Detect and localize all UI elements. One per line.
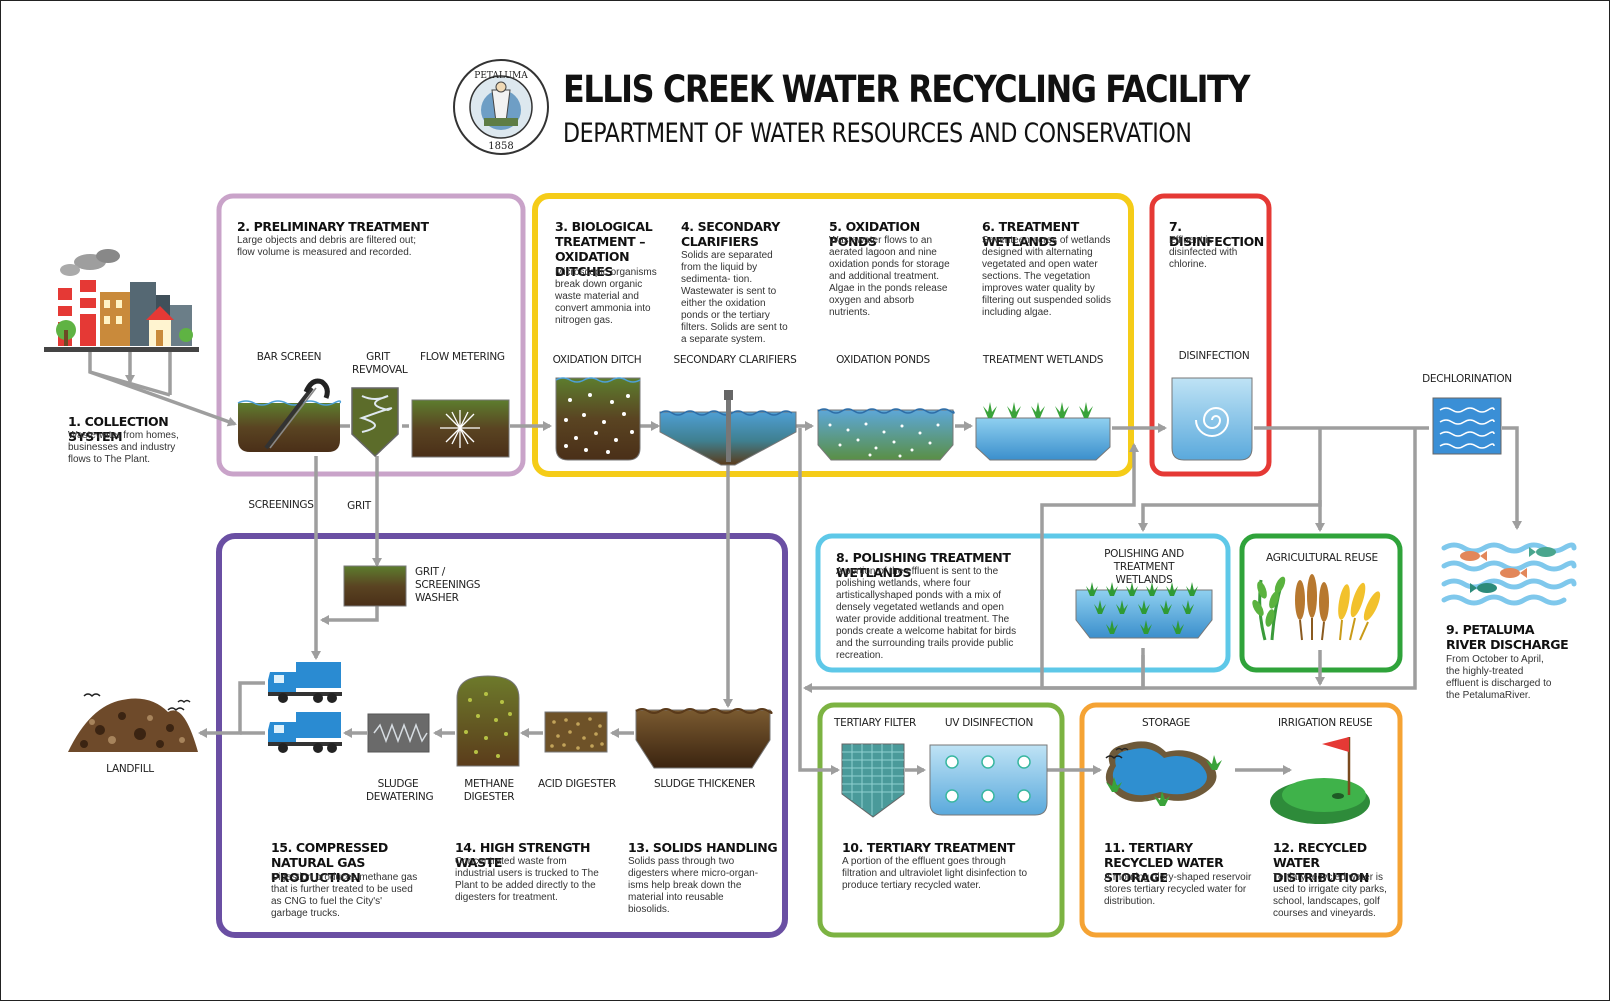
label-screenings: SCREENINGS xyxy=(248,499,314,511)
stage-13-title: 13. SOLIDS HANDLING xyxy=(628,840,778,855)
grit-removal-graphic xyxy=(351,387,399,458)
stage-8-title: 8. POLISHING TREATMENT WETLANDS xyxy=(836,550,1011,580)
disinfection-box xyxy=(1149,193,1272,477)
label-bar-screen: BAR SCREEN xyxy=(256,351,322,363)
stage-9-desc: From October to April, the highly-treate… xyxy=(1446,654,1552,701)
label-storage: STORAGE xyxy=(1142,717,1190,729)
truck-icon xyxy=(268,712,342,753)
label-grit-removal: GRIT REVMOVAL xyxy=(352,351,408,376)
stage-2-title: 2. PRELIMINARY TREATMENT xyxy=(237,219,429,234)
petaluma-seal: PETALUMA 1858 xyxy=(453,59,549,155)
label-polishing-wetlands: POLISHING AND TREATMENT WETLANDS xyxy=(1104,548,1184,586)
bar-screen-graphic xyxy=(237,378,342,452)
stage-2-desc: Large objects and debris are filtered ou… xyxy=(237,235,416,258)
stage-11-desc: A morning glory-shaped reservoir stores … xyxy=(1104,872,1252,907)
sludge-thickener-graphic xyxy=(635,708,773,769)
label-oxidation-ditch: OXIDATION DITCH xyxy=(552,354,642,366)
stage-3-title: 3. BIOLOGICAL TREATMENT – OXIDATION DITC… xyxy=(555,219,653,279)
label-agricultural-reuse: AGRICULTURAL REUSE xyxy=(1266,552,1378,564)
label-flow-metering: FLOW METERING xyxy=(420,351,505,363)
golf-course-graphic xyxy=(1270,737,1370,824)
stage-8-desc: A portion of the effluent is sent to the… xyxy=(836,566,1017,661)
stage-7-desc: Effluent is disinfected with chlorine. xyxy=(1169,235,1238,270)
stage-12-desc: Tertiary recycled water is used to irrig… xyxy=(1273,872,1387,919)
label-treatment-wetlands: TREATMENT WETLANDS xyxy=(982,354,1104,366)
stage-14-desc: Concentrated waste from industrial users… xyxy=(455,856,599,903)
label-uv-disinfection: UV DISINFECTION xyxy=(944,717,1034,729)
stage-6-title: 6. TREATMENT WETLANDS xyxy=(982,219,1079,249)
label-tertiary-filter: TERTIARY FILTER xyxy=(834,717,917,729)
acid-digester-graphic xyxy=(544,711,608,753)
solids-box xyxy=(216,533,788,938)
label-disinfection: DISINFECTION xyxy=(1178,350,1250,362)
label-acid-digester: ACID DIGESTER xyxy=(538,778,616,790)
stage-13-desc: Solids pass through two digesters where … xyxy=(628,856,759,915)
polishing-box xyxy=(815,533,1231,673)
storage-box xyxy=(1079,702,1403,938)
tertiary-filter-graphic xyxy=(841,743,905,818)
stage-1-title: 1. COLLECTION SYSTEM xyxy=(68,414,169,444)
stage-10-desc: A portion of the effluent goes through f… xyxy=(842,856,1028,891)
oxidation-ponds-graphic xyxy=(817,408,955,461)
dechlorination-graphic xyxy=(1432,397,1502,455)
svg-text:PETALUMA: PETALUMA xyxy=(474,71,528,81)
stage-5-title: 5. OXIDATION PONDS xyxy=(829,219,920,249)
page-subtitle: DEPARTMENT OF WATER RESOURCES AND CONSER… xyxy=(563,118,1192,149)
disinfection-graphic xyxy=(1171,377,1253,461)
page-title: ELLIS CREEK WATER RECYCLING FACILITY xyxy=(563,68,1250,111)
secondary-clarifier-graphic xyxy=(659,390,797,466)
tertiary-box xyxy=(817,702,1065,938)
stage-6-desc: Seventeen acres of wetlands designed wit… xyxy=(982,235,1111,318)
stage-4-desc: Solids are separated from the liquid by … xyxy=(681,250,788,345)
label-grit: GRIT xyxy=(347,500,371,512)
methane-digester-graphic xyxy=(456,675,520,767)
stage-1-desc: Wastewater from homes, businesses and in… xyxy=(68,430,179,465)
preliminary-box xyxy=(216,193,526,477)
label-landfill: LANDFILL xyxy=(106,763,154,775)
label-secondary-clarifiers: SECONDARY CLARIFIERS xyxy=(673,354,797,366)
stage-4-title: 4. SECONDARY CLARIFIERS xyxy=(681,219,780,249)
flow-metering-graphic xyxy=(411,399,510,458)
sludge-dewatering-graphic xyxy=(367,713,430,753)
storage-reservoir-graphic xyxy=(1105,741,1222,806)
uv-disinfection-graphic xyxy=(929,744,1048,816)
landfill-graphic xyxy=(68,693,198,752)
grit-washer-graphic xyxy=(343,565,407,607)
label-dechlorination: DECHLORINATION xyxy=(1422,373,1512,385)
polishing-wetlands-graphic xyxy=(1075,582,1213,639)
stage-15-title: 15. COMPRESSED NATURAL GAS PRODUCTION xyxy=(271,840,388,885)
oxidation-ditch-graphic xyxy=(555,377,641,461)
label-grit-washer: GRIT / SCREENINGS WASHER xyxy=(415,566,481,604)
label-oxidation-ponds: OXIDATION PONDS xyxy=(836,354,930,366)
label-sludge-dewatering: SLUDGE DEWATERING xyxy=(366,778,434,803)
label-sludge-thickener: SLUDGE THICKENER xyxy=(654,778,756,790)
stage-3-desc: Microscopic organisms break down organic… xyxy=(555,267,657,326)
river-graphic xyxy=(1441,542,1577,606)
svg-text:1858: 1858 xyxy=(488,141,513,152)
label-methane-digester: METHANE DIGESTER xyxy=(463,778,515,803)
truck-icon xyxy=(268,662,342,703)
stage-15-desc: Digestion produces methane gas that is f… xyxy=(271,872,418,919)
stage-12-title: 12. RECYCLED WATER DISTRIBUTION xyxy=(1273,840,1369,885)
stage-14-title: 14. HIGH STRENGTH WASTE xyxy=(455,840,591,870)
treatment-wetlands-graphic xyxy=(975,402,1111,461)
stage-9-title: 9. PETALUMA RIVER DISCHARGE xyxy=(1446,622,1569,652)
fish-icon xyxy=(1460,547,1556,593)
label-irrigation-reuse: IRRIGATION REUSE xyxy=(1278,717,1373,729)
stage-11-title: 11. TERTIARY RECYCLED WATER STORAGE xyxy=(1104,840,1224,885)
city-illustration xyxy=(44,249,199,352)
stage-7-title: 7. DISINFECTION xyxy=(1169,219,1264,249)
crops-graphic xyxy=(1252,574,1381,641)
stage-10-title: 10. TERTIARY TREATMENT xyxy=(842,840,1015,855)
stage-5-desc: Wastewater flows to an aerated lagoon an… xyxy=(829,235,950,318)
biological-box xyxy=(532,193,1134,477)
